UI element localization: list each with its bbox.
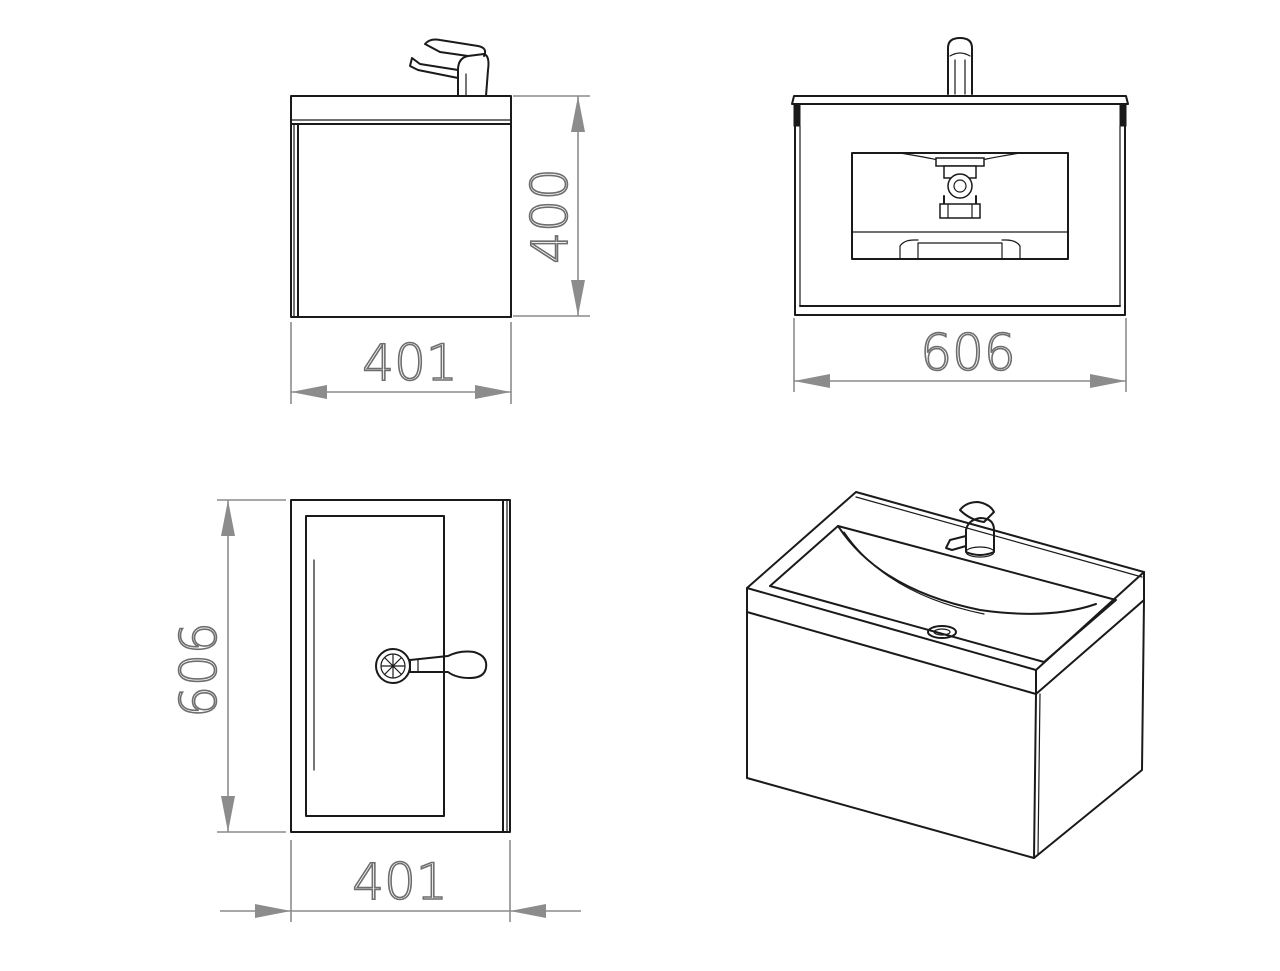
- top-view-depth-dimension: 606: [169, 499, 286, 833]
- top-view-faucet: [409, 650, 488, 679]
- front-view-faucet: [947, 37, 973, 95]
- isometric-faucet: [945, 501, 995, 558]
- side-view: 400 401: [290, 38, 590, 404]
- isometric-basin-rim: [769, 525, 1117, 663]
- side-view-cabinet: [290, 123, 512, 318]
- top-view: 606 401: [169, 499, 581, 922]
- top-view-width-dimension: 401: [220, 840, 581, 922]
- top-view-depth-label: 606: [170, 622, 228, 717]
- side-view-width-label: 401: [362, 334, 457, 392]
- front-view-basin-slab: [791, 95, 1129, 105]
- side-view-height-label: 400: [521, 168, 579, 263]
- side-view-width-dimension: 401: [290, 322, 512, 404]
- top-view-width-label: 401: [352, 853, 447, 911]
- top-view-basin-outline: [290, 499, 511, 833]
- front-view-width-dimension: 606: [793, 318, 1127, 392]
- isometric-countertop: [746, 491, 1145, 671]
- front-view-width-label: 606: [920, 324, 1015, 382]
- side-view-height-dimension: 400: [513, 95, 590, 317]
- front-view: 606: [791, 37, 1129, 392]
- isometric-view: [746, 491, 1145, 859]
- front-view-cabinet: [794, 103, 1126, 316]
- side-view-faucet: [409, 38, 490, 97]
- top-view-drain: [375, 648, 411, 684]
- isometric-cabinet-side: [1033, 599, 1145, 859]
- front-view-siphon: [899, 152, 1021, 219]
- top-view-bowl: [305, 515, 445, 817]
- isometric-cabinet-front: [746, 611, 1037, 859]
